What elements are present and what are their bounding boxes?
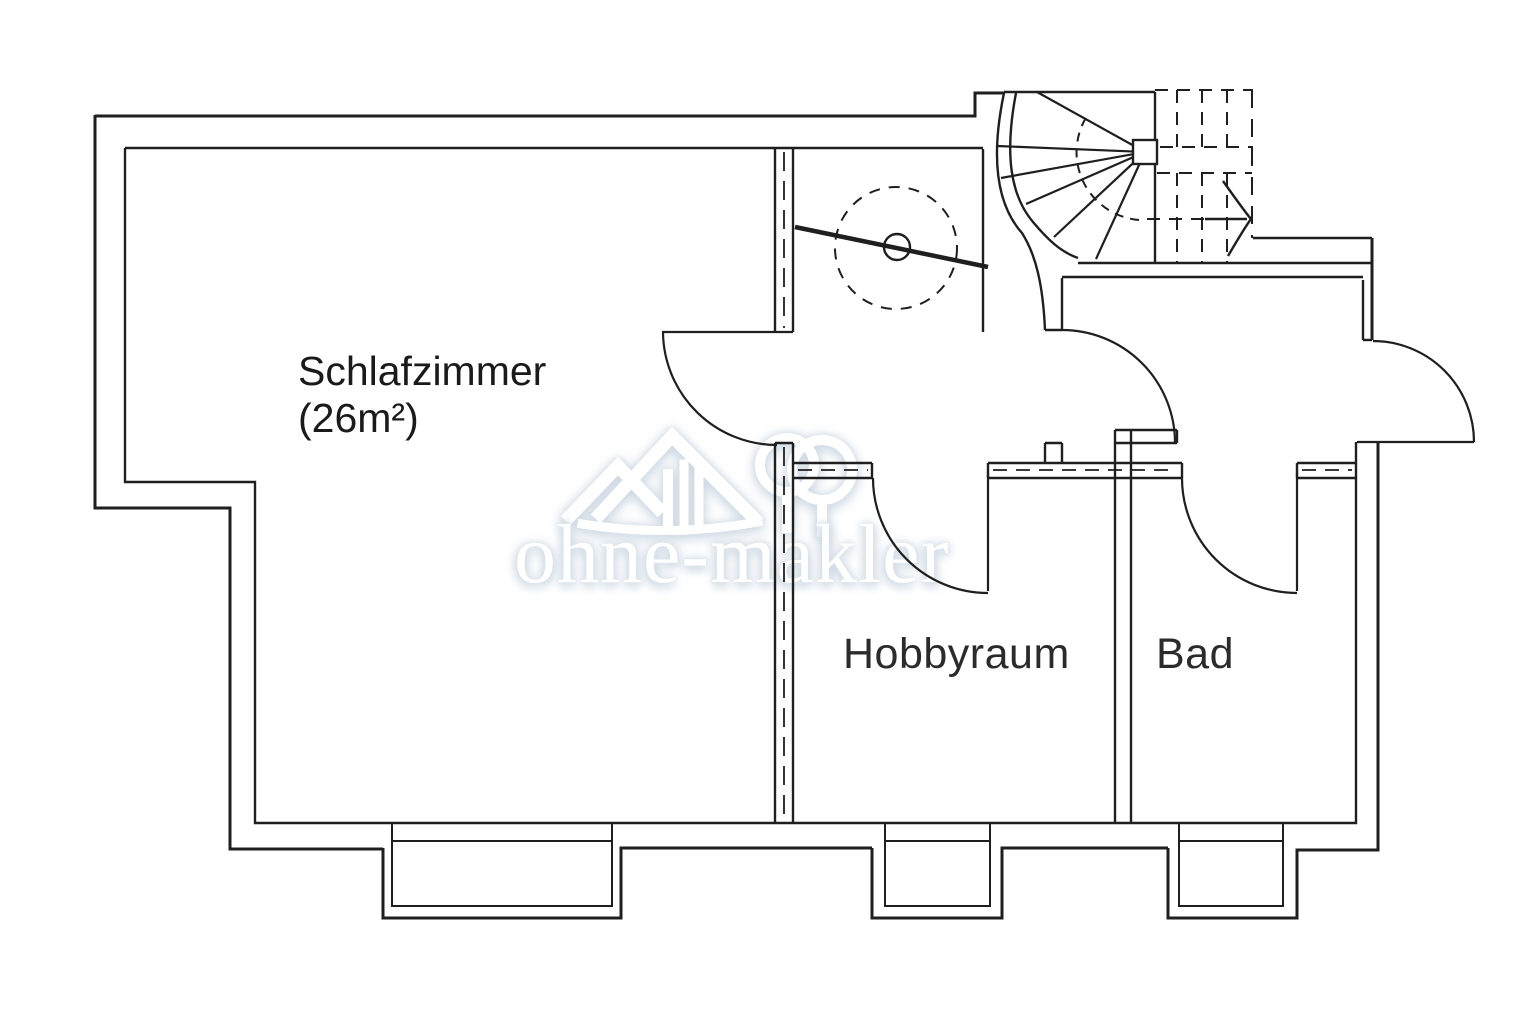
room-name: Schlafzimmer — [298, 348, 547, 394]
chimney-symbol — [794, 186, 989, 310]
door-hobbyraum — [871, 472, 990, 595]
door-exterior-right — [1357, 339, 1476, 444]
room-area: (26m²) — [298, 395, 419, 441]
window-bays — [391, 823, 1284, 907]
spiral-walk-line — [1075, 112, 1140, 221]
window-hobbyraum — [884, 823, 991, 907]
room-label-schlafzimmer: Schlafzimmer (26m²) — [298, 348, 546, 442]
wall-centerlines — [783, 152, 1352, 819]
window-schlafzimmer — [391, 823, 613, 907]
door-bad — [1180, 472, 1299, 595]
spiral-treads — [996, 91, 1147, 260]
doors — [661, 328, 1476, 595]
stair-direction-arrow — [1205, 180, 1252, 257]
window-bad — [1178, 823, 1284, 907]
room-label-hobbyraum: Hobbyraum — [843, 630, 1070, 678]
inner-walls — [123, 146, 1372, 825]
straight-staircase-dashed — [1147, 89, 1253, 262]
door-schlafzimmer — [661, 330, 793, 447]
room-label-bad: Bad — [1156, 630, 1235, 678]
outer-walls — [93, 91, 1380, 920]
door-corridor — [1061, 328, 1177, 444]
spiral-center-post — [1131, 138, 1159, 166]
spiral-staircase — [995, 90, 1159, 331]
